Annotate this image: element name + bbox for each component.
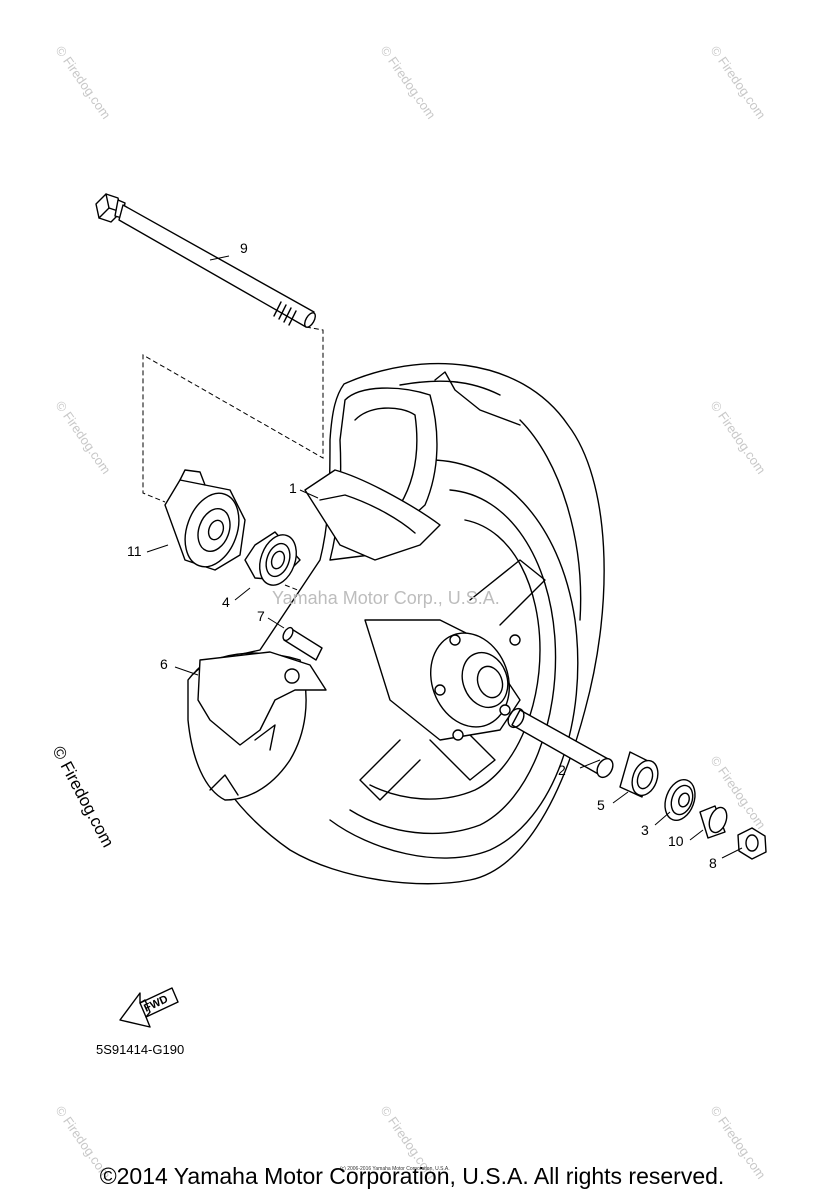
callout-9: 9 [240,240,248,256]
axle-collar [507,707,614,779]
wheel-hub [364,619,521,741]
bearing-right [664,778,696,822]
callout-5: 5 [597,797,605,813]
bearing-left [244,531,301,586]
callout-2: 2 [558,762,566,778]
watermark-tile: © Firedog.com [378,43,439,122]
axle-nut [737,827,767,860]
callout-3: 3 [641,822,649,838]
callout-4: 4 [222,594,230,610]
meter-gear-unit [164,469,246,571]
copyright-footer: ©2014 Yamaha Motor Corporation, U.S.A. A… [99,1163,725,1189]
tiny-copyright: (c) 2006-2016 Yamaha Motor Corporation, … [340,1166,450,1172]
spacer [619,751,659,798]
side-watermark: © Firedog.com [48,743,117,851]
axle-bolt [95,193,316,328]
oil-seal [282,626,323,661]
callout-10: 10 [668,833,684,849]
callout-11: 11 [127,543,142,559]
forward-arrow-icon: FWD [119,987,179,1028]
callout-1: 1 [289,480,297,496]
part-callouts: 1 2 3 4 5 6 7 8 9 10 11 [127,240,717,871]
callout-7: 7 [257,608,265,624]
watermark-tile: © Firedog.com [53,43,114,122]
watermark-tile: © Firedog.com [53,398,114,477]
brake-disc [197,651,327,746]
diagram-code: 5S91414-G190 [96,1042,184,1057]
watermark-tile: © Firedog.com [708,43,769,122]
watermark-tile: © Firedog.com [708,398,769,477]
center-watermark: Yamaha Motor Corp., U.S.A. [272,588,500,608]
callout-6: 6 [160,656,168,672]
assembly-guide-lines [142,326,331,604]
leader-lines [146,255,743,859]
collar [699,805,728,839]
callout-8: 8 [709,855,717,871]
